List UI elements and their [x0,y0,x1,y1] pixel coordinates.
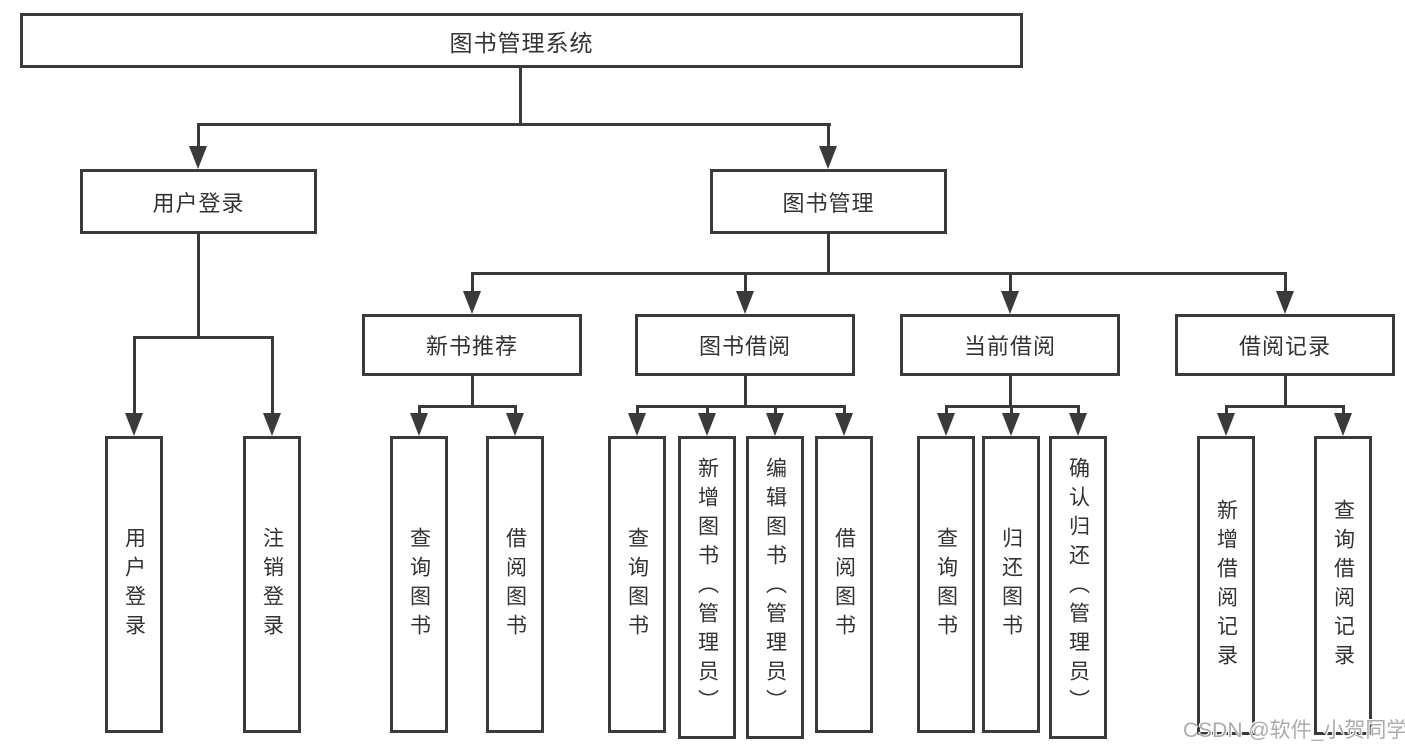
leaf-logout-label: 注销登录 [260,526,284,643]
connector-new-book-bar [418,405,517,408]
arrowhead-user-login [189,146,207,169]
arrowhead-br-query [1334,413,1352,436]
connector-book-borrow-bar [636,405,846,408]
arrowhead-new-book [463,291,481,314]
leaf-user-login-label: 用户登录 [122,526,146,643]
connector-drop-bb-borrow [843,405,846,413]
node-new-book-recommend: 新书推荐 [362,314,582,376]
node-borrow-records-label: 借阅记录 [1238,334,1331,359]
node-book-borrow: 图书借阅 [635,314,855,376]
arrowhead-book-borrow [736,291,754,314]
connector-drop-br-query [1342,405,1345,413]
connector-drop-leaf-logout [271,336,274,413]
connector-current-borrow-stem [1009,376,1012,405]
leaf-nb-query-books: 查询图书 [390,436,448,733]
leaf-bb-edit-books-admin: 编辑图书（管理员） [746,436,804,739]
csdn-watermark: CSDN @软件_小贺同学 [1183,719,1405,742]
arrowhead-bb-add [698,413,716,436]
arrowhead-current-borrow [1001,291,1019,314]
arrowhead-cb-confirm [1069,413,1087,436]
arrowhead-bb-edit [766,413,784,436]
connector-drop-new-book [471,272,474,291]
connector-drop-cb-return [1010,405,1013,413]
leaf-cb-return-books-label: 归还图书 [999,526,1023,643]
leaf-cb-query-books: 查询图书 [917,436,975,733]
leaf-cb-query-books-label: 查询图书 [934,526,958,643]
leaf-cb-confirm-return-admin-label: 确认归还（管理员） [1066,457,1090,718]
connector-drop-bb-edit [774,405,777,413]
leaf-nb-query-books-label: 查询图书 [407,526,431,643]
connector-drop-nb-borrow [514,405,517,413]
connector-drop-leaf-login [133,336,136,413]
leaf-nb-borrow-books-label: 借阅图书 [503,526,527,643]
connector-root-stem [519,68,522,123]
leaf-nb-borrow-books: 借阅图书 [486,436,544,733]
leaf-bb-borrow-books: 借阅图书 [815,436,873,733]
leaf-bb-add-books-admin: 新增图书（管理员） [678,436,736,739]
arrowhead-leaf-login [125,413,143,436]
connector-drop-nb-query [418,405,421,413]
connector-user-login-stem [197,234,200,336]
arrowhead-cb-return [1002,413,1020,436]
connector-drop-user-login [197,123,200,146]
node-current-borrow: 当前借阅 [900,314,1120,376]
connector-borrow-records-bar [1225,405,1345,408]
connector-book-management-bar [471,272,1287,275]
connector-root-bar [197,123,831,126]
connector-drop-book-borrow [744,272,747,291]
leaf-cb-confirm-return-admin: 确认归还（管理员） [1049,436,1107,739]
leaf-logout: 注销登录 [243,436,301,733]
leaf-br-add-record: 新增借阅记录 [1197,436,1255,735]
connector-drop-current-borrow [1009,272,1012,291]
leaf-bb-borrow-books-label: 借阅图书 [832,526,856,643]
node-new-book-recommend-label: 新书推荐 [425,334,518,359]
connector-drop-cb-query [945,405,948,413]
leaf-br-add-record-label: 新增借阅记录 [1214,498,1238,673]
connector-drop-book-management [827,123,830,146]
connector-drop-br-add [1225,405,1228,413]
node-book-borrow-label: 图书借阅 [698,334,791,359]
arrowhead-nb-borrow [506,413,524,436]
connector-drop-borrow-records [1284,272,1287,291]
leaf-bb-edit-books-admin-label: 编辑图书（管理员） [763,457,787,718]
connector-drop-bb-query [636,405,639,413]
connector-drop-bb-add [706,405,709,413]
leaf-cb-return-books: 归还图书 [982,436,1040,733]
connector-borrow-records-stem [1284,376,1287,405]
arrowhead-bb-borrow [835,413,853,436]
connector-drop-cb-confirm [1077,405,1080,413]
arrowhead-nb-query [410,413,428,436]
arrowhead-br-add [1217,413,1235,436]
connector-book-management-stem [827,234,830,272]
connector-book-borrow-stem [744,376,747,405]
arrowhead-leaf-logout [263,413,281,436]
node-root: 图书管理系统 [20,13,1023,68]
node-book-management-label: 图书管理 [782,190,875,216]
leaf-user-login: 用户登录 [105,436,163,733]
node-root-label: 图书管理系统 [449,29,594,56]
leaf-bb-add-books-admin-label: 新增图书（管理员） [695,457,719,718]
node-user-login: 用户登录 [80,169,317,234]
arrowhead-book-management [819,146,837,169]
node-user-login-label: 用户登录 [152,190,245,216]
connector-user-login-bar [133,336,274,339]
leaf-br-query-record: 查询借阅记录 [1314,436,1372,735]
node-book-management: 图书管理 [710,169,947,234]
connector-new-book-stem [471,376,474,405]
arrowhead-cb-query [937,413,955,436]
arrowhead-borrow-records [1276,291,1294,314]
node-current-borrow-label: 当前借阅 [963,334,1056,359]
leaf-bb-query-books-label: 查询图书 [625,526,649,643]
leaf-br-query-record-label: 查询借阅记录 [1331,498,1355,673]
node-borrow-records: 借阅记录 [1175,314,1395,376]
arrowhead-bb-query [628,413,646,436]
leaf-bb-query-books: 查询图书 [608,436,666,733]
